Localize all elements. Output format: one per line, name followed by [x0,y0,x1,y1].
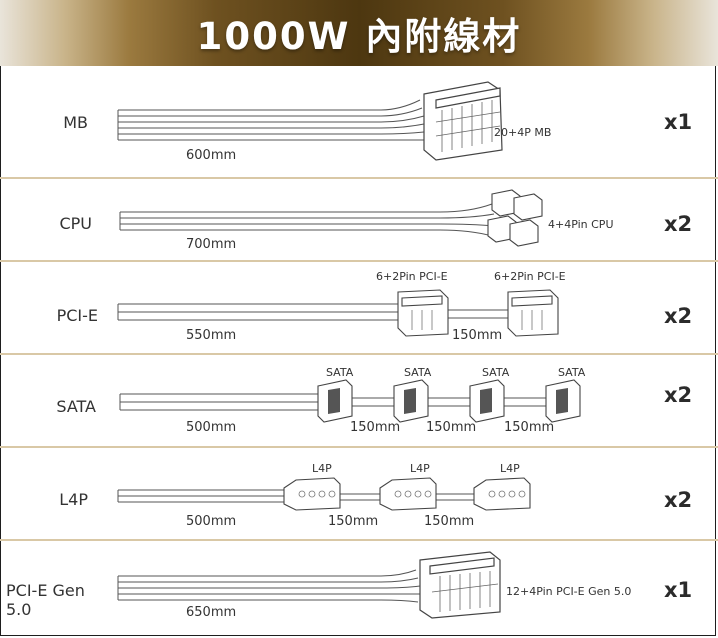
connector-label-l4p-1: L4P [312,462,332,475]
row-divider [0,353,718,355]
cable-label-gen5: PCI-E Gen 5.0 [6,581,85,619]
connector-label-cpu: 4+4Pin CPU [548,218,614,231]
connector-label-l4p-2: L4P [410,462,430,475]
quantity-gen5: x1 [664,578,693,602]
quantity-pcie: x2 [664,304,693,328]
row-divider [0,177,718,179]
connector-label-mb: 20+4P MB [494,126,552,139]
length-label-cpu: 700mm [186,237,237,252]
connector-label-l4p-3: L4P [500,462,520,475]
cable-label-pcie: PCI-E [56,306,98,325]
row-divider [0,260,718,262]
length-label-mb: 600mm [186,148,237,163]
connector-label-sata-4: SATA [558,366,586,379]
length-label-gen5: 650mm [186,605,237,620]
connector-label-pcie-1: 6+2Pin PCI-E [376,270,448,283]
quantity-l4p: x2 [664,488,693,512]
connector-label-pcie-2: 6+2Pin PCI-E [494,270,566,283]
segment-label-sata-2: 150mm [426,420,477,435]
connector-label-sata-3: SATA [482,366,510,379]
row-divider [0,446,718,448]
segment-label-sata-3: 150mm [504,420,555,435]
quantity-mb: x1 [664,110,693,134]
connector-label-gen5: 12+4Pin PCI-E Gen 5.0 [506,585,632,598]
title-banner: 1000W 內附線材 [0,0,718,66]
segment-label-l4p-2: 150mm [424,514,475,529]
cable-label-cpu: CPU [59,214,92,233]
connector-label-sata-1: SATA [326,366,354,379]
connector-label-sata-2: SATA [404,366,432,379]
quantity-sata: x2 [664,383,693,407]
banner-title: 1000W 內附線材 [196,15,522,58]
quantity-cpu: x2 [664,212,693,236]
segment-label-l4p-1: 150mm [328,514,379,529]
length-label-pcie: 550mm [186,328,237,343]
cable-label-mb: MB [63,113,88,132]
cable-label-sata: SATA [56,397,96,416]
length-label-sata: 500mm [186,420,237,435]
segment-label-pcie: 150mm [452,328,503,343]
row-divider [0,539,718,541]
cable-label-l4p: L4P [59,490,88,509]
length-label-l4p: 500mm [186,514,237,529]
segment-label-sata-1: 150mm [350,420,401,435]
